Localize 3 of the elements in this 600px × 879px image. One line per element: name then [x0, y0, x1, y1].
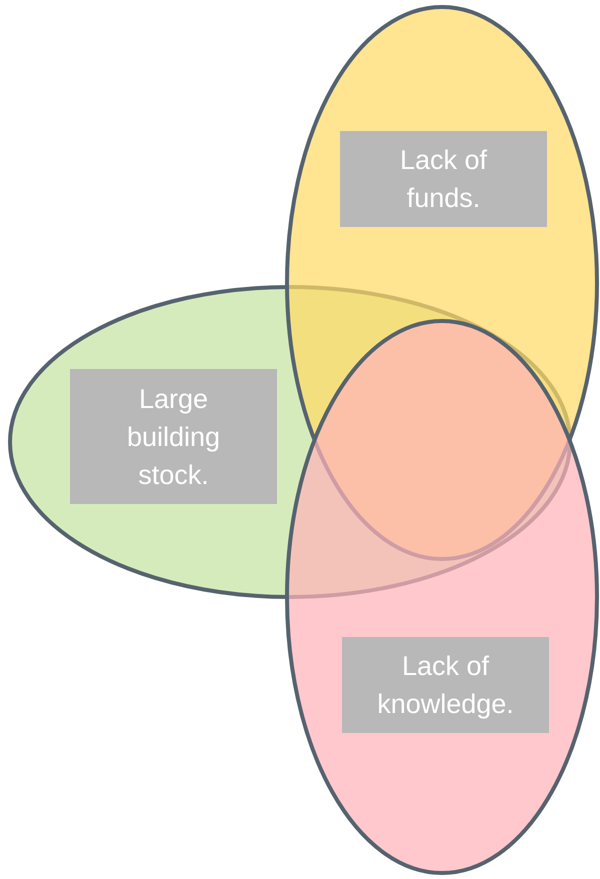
venn-label: Lack of funds.	[340, 131, 547, 227]
venn-label: Large building stock.	[70, 369, 277, 504]
venn-label: Lack of knowledge.	[342, 637, 549, 733]
